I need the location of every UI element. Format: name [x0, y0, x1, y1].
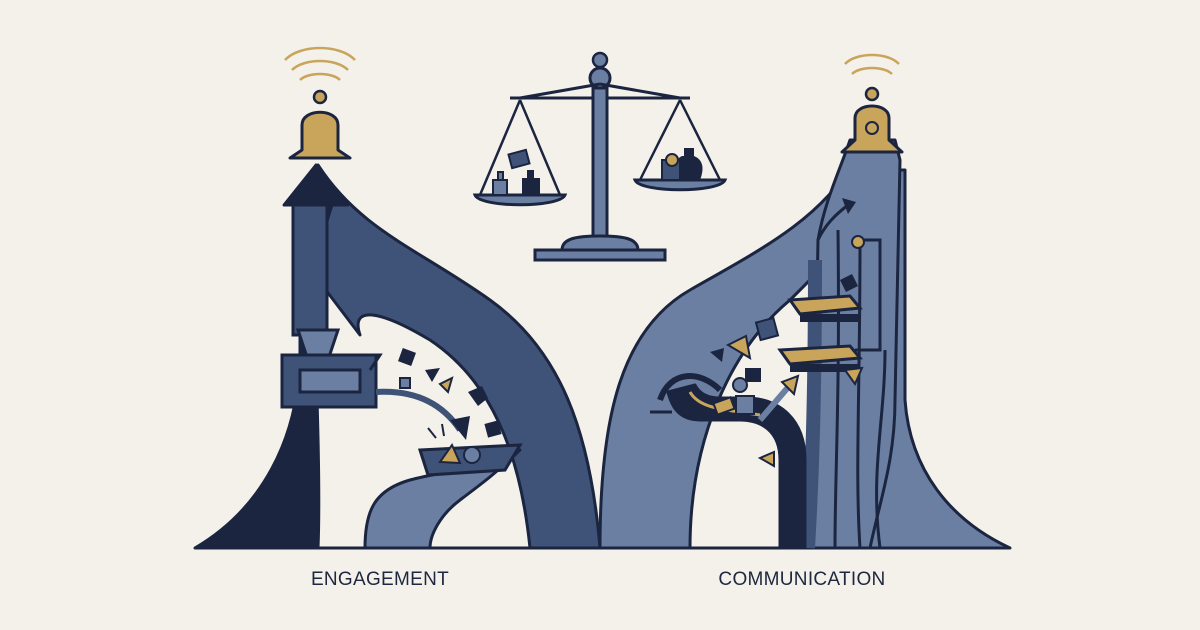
engagement-bit — [425, 368, 440, 382]
engagement-machine-slot — [298, 368, 362, 394]
communication-arrow — [816, 203, 849, 241]
communication-arrowhead — [842, 198, 856, 214]
engagement-output-arrow — [375, 388, 463, 432]
communication-platform-shadow — [790, 364, 860, 372]
communication-bit — [754, 316, 780, 342]
engagement-bit — [398, 348, 416, 366]
engagement-bit — [399, 377, 411, 389]
engagement-bit — [484, 420, 502, 438]
communication-bit — [840, 274, 858, 292]
engagement-spark — [427, 427, 437, 439]
communication-pipe — [666, 383, 807, 550]
communication-bit — [710, 348, 724, 362]
communication-platform — [777, 344, 863, 366]
communication-swirl — [657, 373, 723, 402]
engagement-item-circle — [463, 446, 481, 464]
communication-bit — [725, 334, 752, 360]
engagement-pipe — [291, 203, 329, 337]
communication-channel — [875, 349, 887, 549]
communication-arrow — [757, 383, 793, 422]
engagement-item-triangle — [438, 442, 462, 465]
engagement-spark — [441, 423, 445, 437]
communication-arrowhead — [780, 374, 800, 396]
bell-icon — [284, 46, 356, 160]
communication-platform — [787, 294, 863, 316]
engagement-flow — [193, 163, 602, 550]
bell-icon — [840, 53, 904, 154]
communication-bit — [712, 396, 736, 416]
communication-bit — [843, 366, 864, 387]
engagement-output-arrowhead — [450, 416, 470, 440]
communication-platform-shadow — [800, 314, 860, 322]
communication-dot — [732, 377, 748, 393]
communication-dot — [851, 235, 865, 249]
communication-bit — [757, 450, 775, 468]
engagement-bit — [438, 376, 454, 394]
engagement-bit — [468, 386, 488, 406]
communication-bit — [735, 395, 755, 415]
communication-label: COMMUNICATION — [718, 569, 886, 590]
communication-flow — [598, 138, 1012, 550]
engagement-main-stream — [316, 163, 602, 550]
engagement-label: ENGAGEMENT — [310, 569, 450, 590]
balance-scale-icon — [472, 51, 728, 262]
communication-channel — [833, 229, 840, 549]
engagement-machine-arrow-in — [345, 353, 383, 371]
communication-bit — [745, 368, 761, 382]
